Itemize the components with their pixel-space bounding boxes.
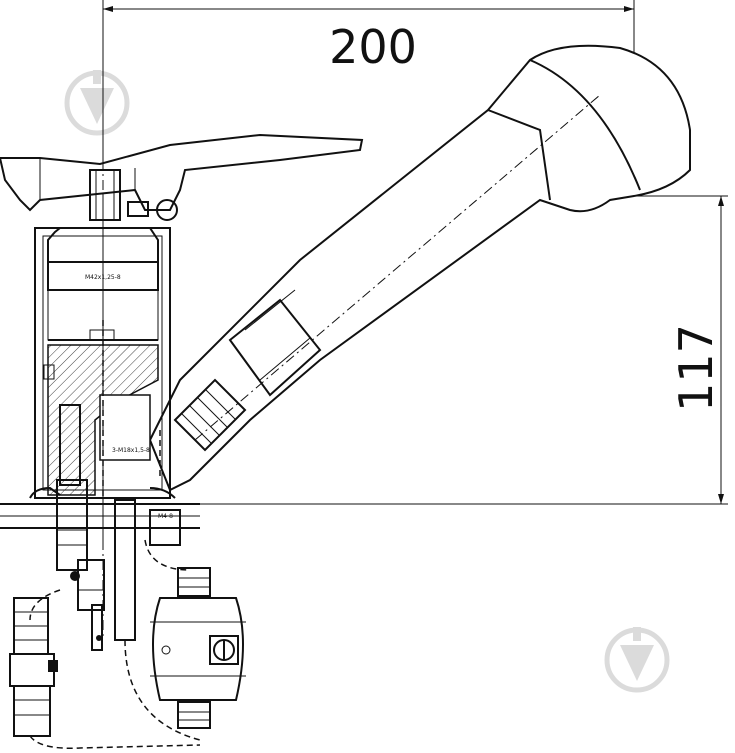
supply-hoses: M4-8 <box>29 479 201 741</box>
height-dimension: 117 <box>200 195 728 505</box>
pull-out-spout <box>148 44 691 492</box>
height-dimension-label: 117 <box>669 324 723 412</box>
lever-handle <box>0 133 364 221</box>
filter-housing <box>150 567 246 729</box>
mixer-body: M42x1,25-8 3-M18x1,5-8 <box>29 0 176 640</box>
thread-callout-top: M42x1,25-8 <box>85 274 121 281</box>
watermark-icon-top <box>64 70 130 136</box>
width-dimension-label: 200 <box>329 20 417 74</box>
thread-callout-mid: 3-M18x1,5-8 <box>112 447 150 454</box>
shut-off-valve <box>9 597 201 749</box>
countertop <box>0 503 200 529</box>
thread-callout-base: M4-8 <box>158 513 173 520</box>
spout-connector <box>173 378 247 452</box>
watermark-icon-bottom <box>604 627 670 693</box>
